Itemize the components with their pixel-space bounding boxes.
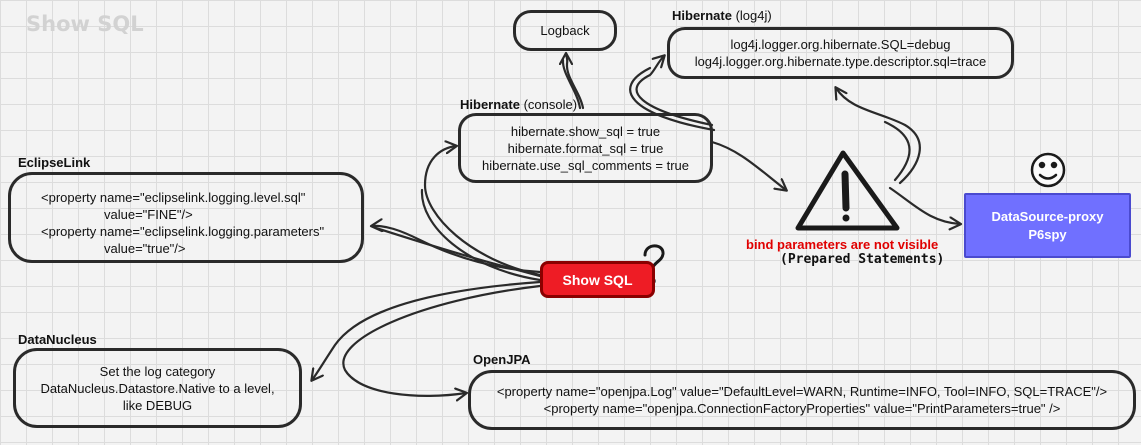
arrow-warning-to-log4j <box>836 88 921 185</box>
proxy-line: DataSource-proxy <box>991 208 1104 224</box>
prepared-statements-text: (Prepared Statements) <box>780 252 945 267</box>
proxy-line: P6spy <box>1028 226 1067 242</box>
console-line: hibernate.show_sql = true <box>510 123 661 139</box>
page-title: Show SQL <box>26 12 144 36</box>
datanucleus-box: Set the log category DataNucleus.Datasto… <box>13 348 302 428</box>
openjpa-line: <property name="openjpa.Log" value="Defa… <box>496 384 1108 399</box>
eclipselink-line: value="FINE"/> <box>104 207 193 222</box>
smiley-icon <box>1030 152 1066 188</box>
hibernate-console-box: hibernate.show_sql = true hibernate.form… <box>458 113 713 183</box>
hibernate-log4j-heading: Hibernate (log4j) <box>672 8 772 23</box>
warning-text: bind parameters are not visible <box>746 237 939 252</box>
hibernate-console-heading: Hibernate (console) <box>460 97 577 112</box>
eclipselink-line: value="true"/> <box>104 241 186 256</box>
arrow-to-datanucleus <box>312 280 542 380</box>
show-sql-node: Show SQL <box>540 261 655 298</box>
openjpa-line: <property name="openjpa.ConnectionFactor… <box>543 401 1061 416</box>
logback-box: Logback <box>513 10 617 51</box>
datanucleus-line: DataNucleus.Datastore.Native to a level, <box>40 380 275 396</box>
arrow-to-eclipselink <box>372 226 542 274</box>
logback-label: Logback <box>540 23 590 38</box>
openjpa-heading: OpenJPA <box>473 352 531 367</box>
datasource-proxy-box: DataSource-proxy P6spy <box>964 193 1131 258</box>
datanucleus-heading: DataNucleus <box>18 332 97 347</box>
console-line: hibernate.format_sql = true <box>507 140 664 156</box>
log4j-line: log4j.logger.org.hibernate.type.descript… <box>694 54 987 69</box>
eclipselink-line: <property name="eclipselink.logging.leve… <box>41 190 306 205</box>
warning-triangle-icon <box>795 150 900 231</box>
arrow-to-proxy <box>888 186 960 224</box>
arrow-to-warning <box>710 140 786 190</box>
arrow-to-logback <box>566 54 585 110</box>
arrow-to-hibernate-console <box>423 146 542 277</box>
hibernate-log4j-sub: (log4j) <box>735 8 772 23</box>
hibernate-console-sub: (console) <box>523 97 578 112</box>
console-line: hibernate.use_sql_comments = true <box>481 157 690 173</box>
eclipselink-box: <property name="eclipselink.logging.leve… <box>8 172 364 263</box>
hibernate-log4j-label: Hibernate <box>672 8 732 23</box>
openjpa-box: <property name="openjpa.Log" value="Defa… <box>468 370 1136 430</box>
eclipselink-line: <property name="eclipselink.logging.para… <box>41 224 325 239</box>
arrow-to-log4j <box>635 56 714 127</box>
arrow-to-openjpa <box>342 284 542 396</box>
hibernate-log4j-box: log4j.logger.org.hibernate.SQL=debug log… <box>667 27 1014 79</box>
hibernate-console-label: Hibernate <box>460 97 520 112</box>
datanucleus-line: Set the log category <box>99 363 216 379</box>
datanucleus-line: like DEBUG <box>122 397 193 413</box>
log4j-line: log4j.logger.org.hibernate.SQL=debug <box>730 37 951 52</box>
eclipselink-heading: EclipseLink <box>18 155 91 170</box>
